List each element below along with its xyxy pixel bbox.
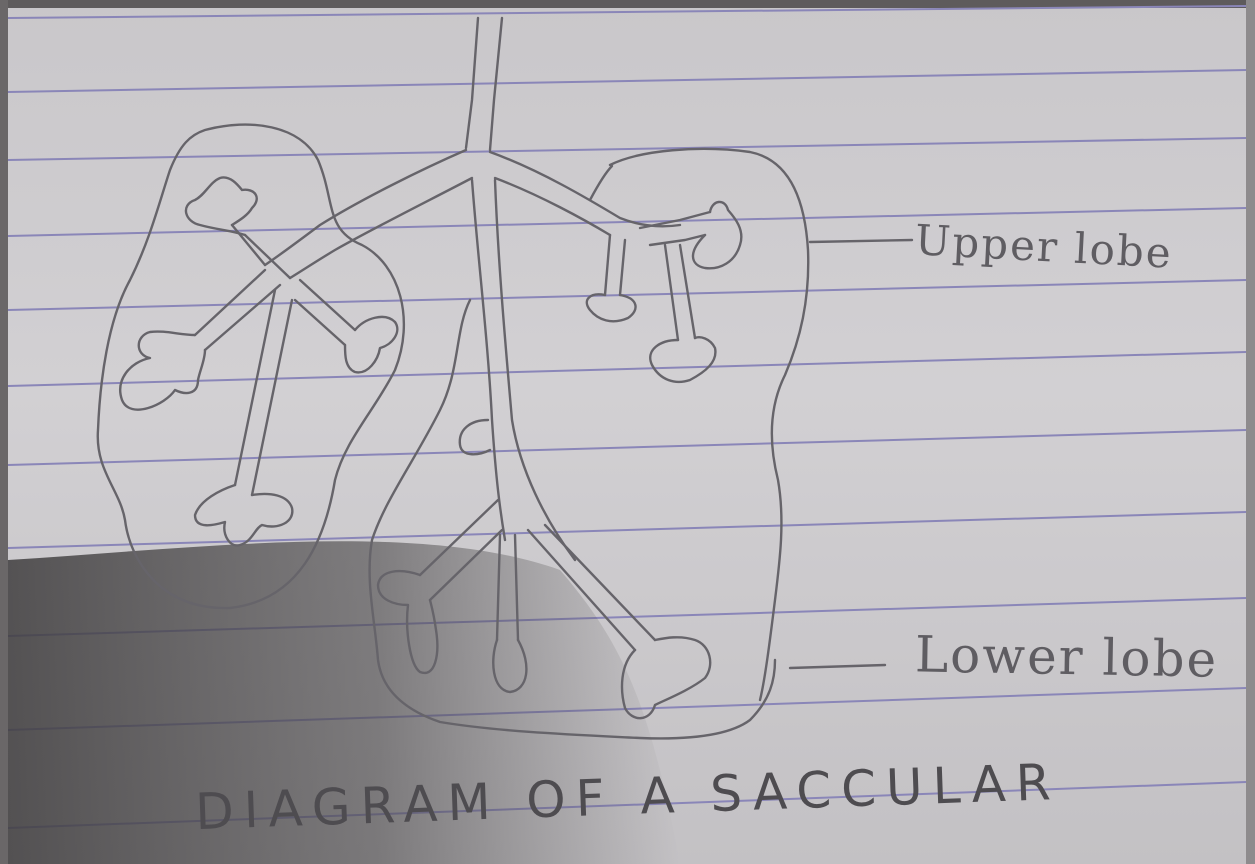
upper-lobe-leader-line: [810, 240, 912, 242]
rule-line: [8, 430, 1246, 465]
rule-line: [8, 280, 1246, 310]
upper-lobe-inner-edge: [590, 166, 612, 200]
left-branch-down: [235, 290, 292, 495]
left-branch-lower-left: [195, 270, 280, 350]
left-bronchus: [265, 150, 472, 278]
rule-line: [8, 352, 1246, 386]
right-stem-side-branch: [460, 420, 490, 454]
left-lung-outline: [98, 125, 404, 608]
left-branch-right: [295, 280, 355, 345]
photo-left-edge: [0, 0, 8, 864]
left-alveolus-bottom: [195, 485, 292, 545]
left-alveolus-right: [345, 317, 397, 372]
right-upper-alveolus-left: [587, 294, 636, 321]
lower-lobe-leader-line: [790, 665, 885, 668]
left-alveolus-upper: [186, 177, 257, 235]
lower-lobe-label: Lower lobe: [915, 625, 1219, 688]
rule-line: [8, 70, 1246, 92]
rule-line: [8, 138, 1246, 160]
right-upper-alveolus-bottom: [650, 337, 715, 382]
left-alveolus-lower-left: [120, 332, 205, 410]
rule-line: [8, 512, 1246, 548]
photo-right-edge: [1246, 0, 1255, 864]
